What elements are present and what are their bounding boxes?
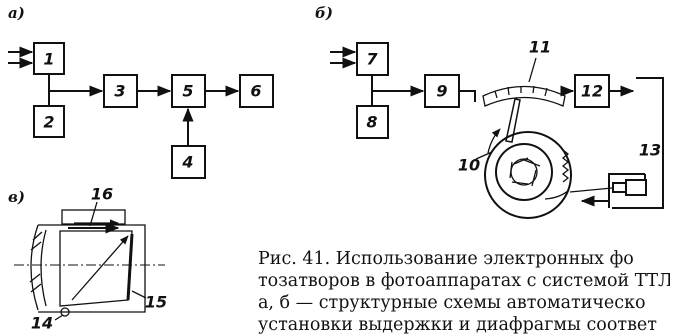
block-1-label: 1	[43, 50, 54, 69]
caption-line-2: тозатворов в фотоаппаратах с системой ТТ…	[258, 271, 670, 291]
actuator-plunger	[612, 182, 627, 193]
callout-15-leader	[131, 290, 147, 299]
shutter-ring-outer	[484, 131, 572, 219]
block-3-label: 3	[114, 82, 125, 101]
block-3	[103, 74, 138, 108]
camera-body	[38, 224, 146, 313]
block-5-label: 5	[182, 82, 193, 101]
film-plane	[126, 233, 134, 301]
callout-14: 14	[31, 314, 53, 333]
caption-line-1: Рис. 41. Использование электронных фо	[258, 249, 634, 269]
block-4-label: 4	[181, 153, 193, 172]
block-7-label: 7	[366, 50, 378, 69]
callout-16: 16	[91, 185, 113, 204]
actuator-body	[625, 179, 647, 196]
shutter-blades	[509, 157, 541, 187]
light-ray	[71, 235, 129, 301]
block-2	[33, 105, 65, 138]
caption-line-3: а, б — структурные схемы автоматическо	[258, 293, 646, 313]
lens-hatching	[29, 231, 43, 293]
shutter-ring-inner	[495, 143, 553, 201]
block-13-frame	[612, 77, 664, 209]
meter-ticks	[494, 85, 548, 99]
wire-9-to-meter	[459, 90, 476, 102]
block-6	[239, 74, 274, 108]
rotation-arrow	[487, 128, 501, 154]
block-1	[33, 42, 65, 75]
callout-11: 11	[529, 38, 551, 57]
panel-a-label: а)	[8, 4, 25, 22]
callout-10: 10	[458, 156, 480, 175]
block-2-label: 2	[43, 113, 54, 132]
lever-to-actuator	[569, 187, 613, 193]
sensor-element	[60, 307, 70, 317]
meter-needle	[505, 98, 521, 143]
block-12-label: 12	[581, 82, 603, 101]
shutter-lever	[544, 189, 570, 200]
meter-scale	[482, 85, 566, 107]
wire-13-feedback	[608, 173, 645, 208]
block-6-label: 6	[250, 82, 261, 101]
block-8-label: 8	[366, 113, 377, 132]
figure-caption: Рис. 41. Использование электронных фо то…	[258, 248, 670, 336]
mirror-chamber	[59, 230, 133, 307]
callout-15: 15	[145, 293, 167, 312]
panel-b-label: б)	[315, 4, 333, 22]
lens-rear	[40, 229, 47, 307]
lens-front	[30, 224, 39, 311]
caption-line-4: установки выдержки и диафрагмы соответ	[258, 315, 657, 335]
prism-housing	[61, 209, 126, 225]
callout-13: 13	[639, 141, 661, 160]
shutter-arrows	[68, 219, 120, 234]
panel-c-label: в)	[8, 188, 25, 206]
callout-16-leader	[89, 201, 98, 227]
block-9	[424, 74, 460, 108]
callout-14-leader	[54, 314, 64, 321]
callout-10-leader	[475, 151, 493, 160]
block-12	[574, 74, 610, 108]
block-8	[356, 105, 389, 139]
block-9-label: 9	[436, 82, 447, 101]
callout-11-leader	[528, 57, 537, 83]
shutter-spring	[561, 149, 570, 183]
